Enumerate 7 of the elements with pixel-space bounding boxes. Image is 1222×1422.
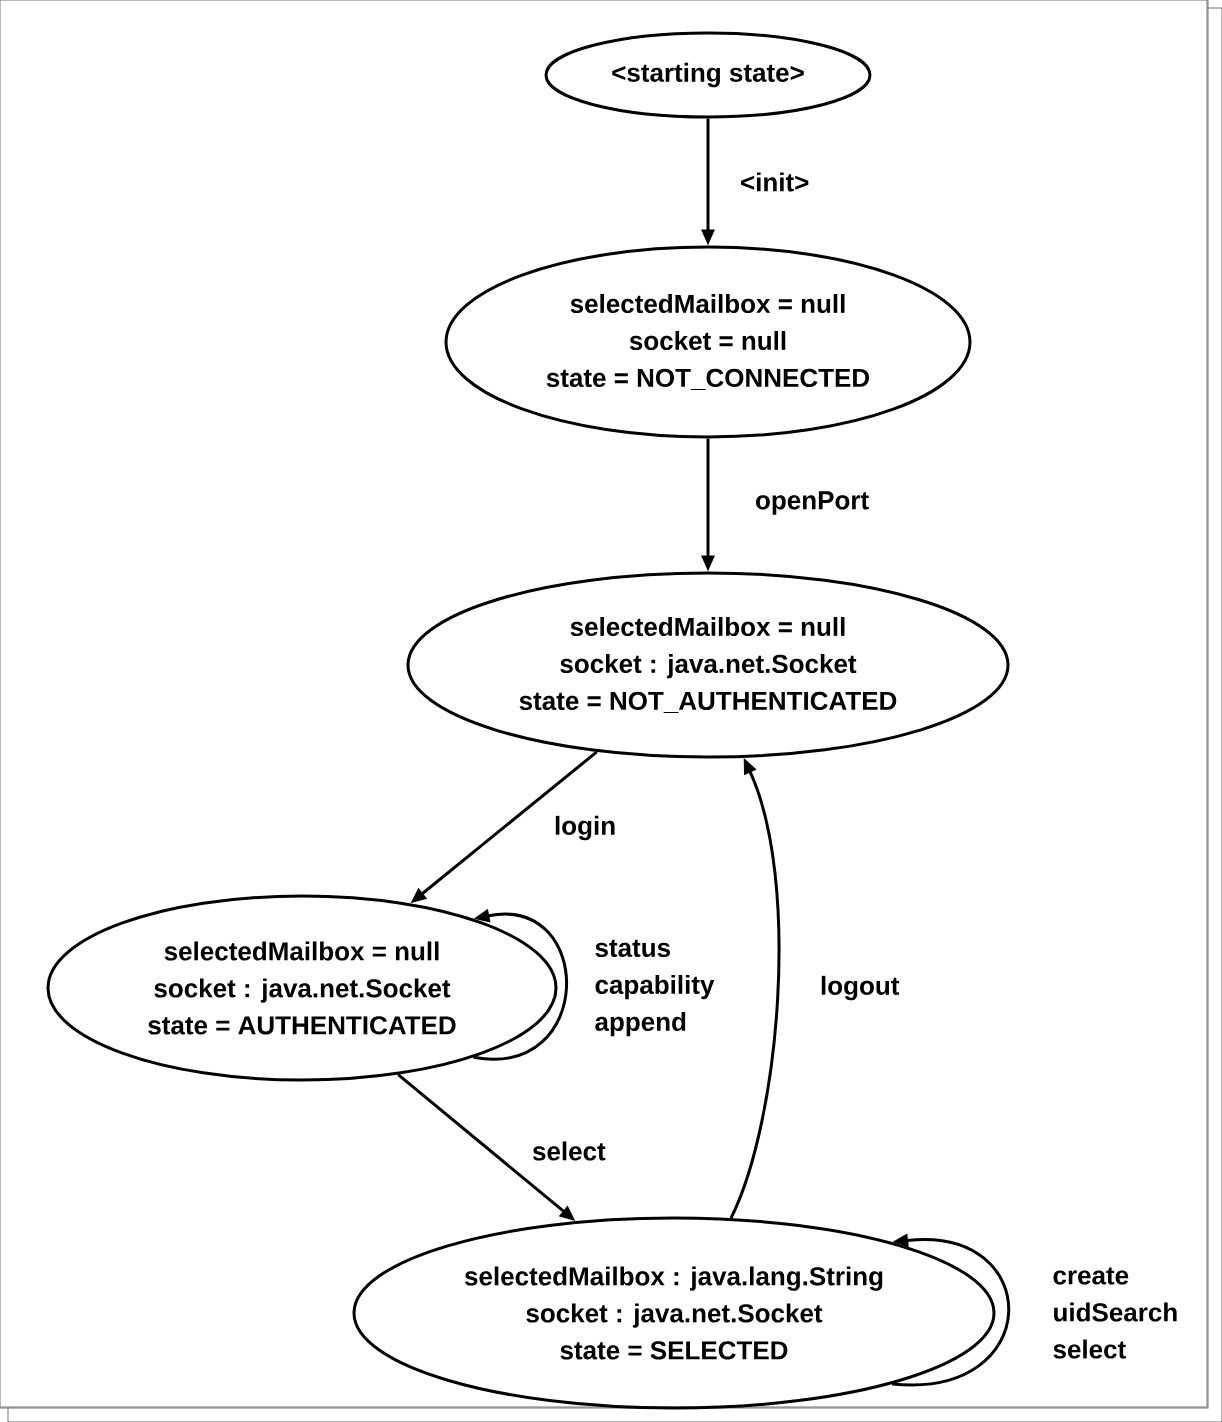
edge-label: login (553, 814, 615, 842)
edge-label: <init> (739, 171, 809, 193)
edge-label: status capability append (593, 938, 715, 1038)
edge-label: select (531, 1140, 606, 1162)
edge-label: openPort (754, 490, 869, 516)
edge-label: logout (819, 974, 900, 1002)
edge-label: create uidSearch select (1051, 1266, 1177, 1360)
